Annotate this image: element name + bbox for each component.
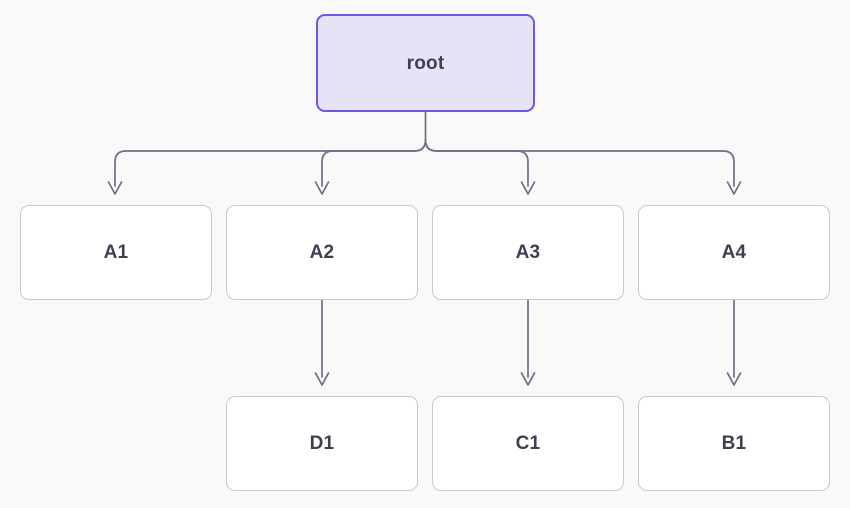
- node-d1[interactable]: D1: [226, 396, 418, 491]
- edge-root-stem: [114, 111, 427, 187]
- node-label-a2: A2: [309, 242, 335, 263]
- node-b1[interactable]: B1: [638, 396, 830, 491]
- edge-arrow-C1: [520, 372, 536, 386]
- node-a4[interactable]: A4: [638, 205, 830, 300]
- edge-root-to-A2: [321, 139, 427, 187]
- edge-arrow-A2: [314, 181, 330, 195]
- node-root[interactable]: root: [316, 14, 535, 112]
- node-label-a1: A1: [103, 242, 129, 263]
- node-label-root: root: [406, 52, 445, 74]
- edge-root-A1: [107, 181, 123, 195]
- edge-arrow-A4: [726, 181, 742, 195]
- node-label-a4: A4: [721, 242, 747, 263]
- node-a1[interactable]: A1: [20, 205, 212, 300]
- edge-root-to-A3: [424, 139, 529, 187]
- node-label-c1: C1: [515, 433, 541, 454]
- edge-root-to-A4: [424, 139, 735, 187]
- edge-arrow-D1: [314, 372, 330, 386]
- node-label-b1: B1: [721, 433, 747, 454]
- node-label-a3: A3: [515, 242, 541, 263]
- node-a2[interactable]: A2: [226, 205, 418, 300]
- node-a3[interactable]: A3: [432, 205, 624, 300]
- edge-arrow-A3: [520, 181, 536, 195]
- node-label-d1: D1: [309, 433, 335, 454]
- node-c1[interactable]: C1: [432, 396, 624, 491]
- edge-arrow-B1: [726, 372, 742, 386]
